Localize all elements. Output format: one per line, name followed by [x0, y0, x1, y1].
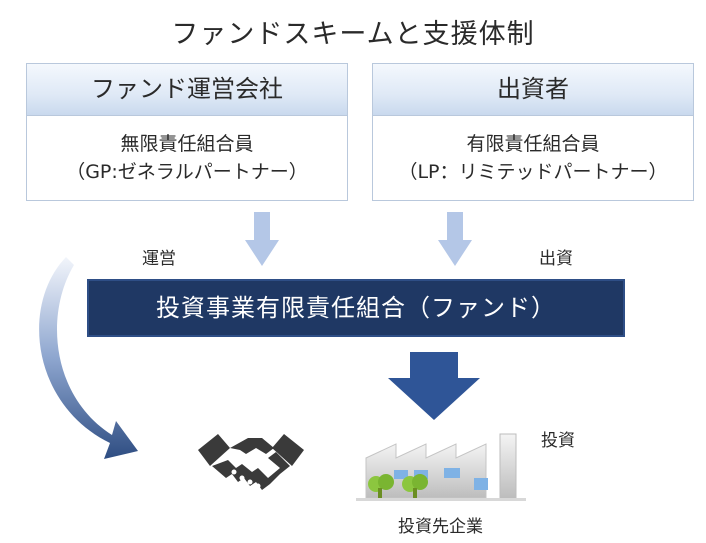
gp-description: 無限責任組合員 （GP:ゼネラルパートナー）	[27, 116, 347, 186]
invest-down-arrow	[388, 352, 480, 420]
diagram-title: ファンドスキームと支援体制	[171, 19, 535, 50]
investee-label: 投資先企業	[398, 517, 483, 537]
gp-box: ファンド運営会社 無限責任組合員 （GP:ゼネラルパートナー）	[26, 63, 348, 201]
contribute-label: 出資	[539, 249, 573, 269]
curved-arrow-icon	[39, 257, 138, 459]
lp-description: 有限責任組合員 （LP：リミテッドパートナー）	[373, 116, 693, 186]
gp-header: ファンド運営会社	[27, 64, 347, 116]
handshake-icon	[198, 434, 304, 490]
lp-down-arrow	[438, 212, 472, 266]
lp-box: 出資者 有限責任組合員 （LP：リミテッドパートナー）	[372, 63, 694, 201]
lp-role-detail: （LP：リミテッドパートナー）	[398, 161, 668, 183]
lp-role: 有限責任組合員	[466, 133, 600, 155]
gp-down-arrow	[245, 212, 279, 266]
gp-role-detail: （GP:ゼネラルパートナー）	[66, 161, 308, 183]
operate-label: 運営	[142, 249, 176, 269]
gp-role: 無限責任組合員	[120, 133, 254, 155]
factory-icon	[356, 433, 526, 501]
invest-label: 投資	[541, 431, 575, 451]
lp-header: 出資者	[373, 64, 693, 116]
fund-bar: 投資事業有限責任組合（ファンド）	[87, 279, 625, 337]
